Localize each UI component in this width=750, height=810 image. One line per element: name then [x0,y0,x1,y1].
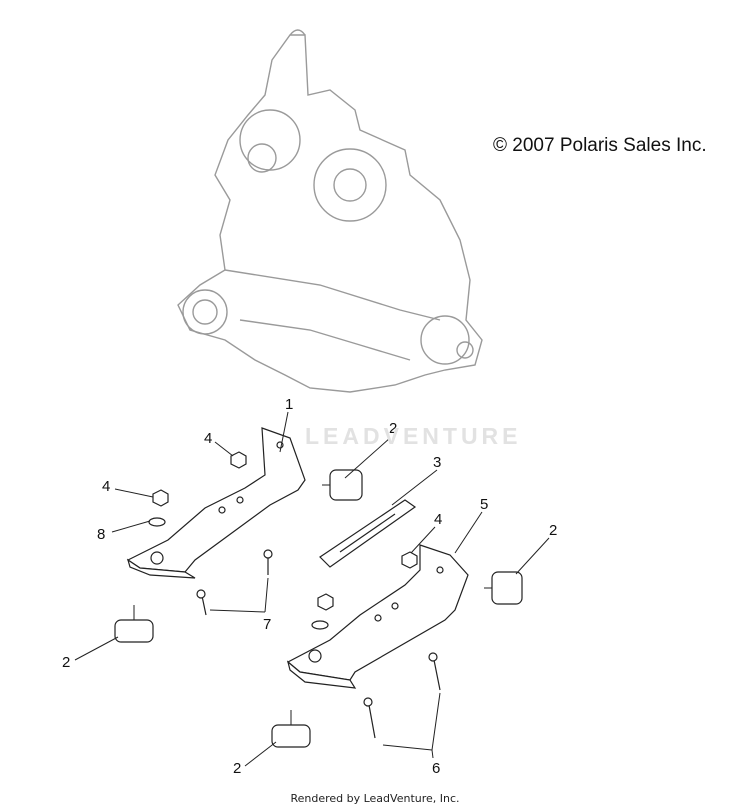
bolt [263,549,273,575]
callout-3: 3 [433,454,441,471]
callout-4: 4 [204,430,212,447]
slotted-strap [319,499,417,568]
callout-8: 8 [97,526,105,543]
callout-5: 5 [480,496,488,513]
callout-2: 2 [549,522,557,539]
nut [317,593,334,611]
callout-1: 1 [285,396,293,413]
bolt [196,589,207,616]
callout-4: 4 [434,511,442,528]
callout-7: 7 [263,616,271,633]
callout-2: 2 [62,654,70,671]
engine-illustration [177,29,483,393]
nut [152,489,169,507]
watermark: LEADVENTURE [305,423,522,449]
callout-2: 2 [233,760,241,777]
right-bracket [286,544,469,689]
washer [311,620,329,630]
footer-credit: Rendered by LeadVenture, Inc. [290,792,460,805]
rubber-mount [484,571,523,605]
bolt [363,697,376,739]
left-bracket [126,427,306,579]
copyright-notice: © 2007 Polaris Sales Inc. [493,135,707,156]
bolt [428,652,441,691]
nut [230,451,247,469]
callout-4: 4 [102,478,110,495]
leader-lines [74,411,550,767]
callout-2: 2 [389,420,397,437]
rubber-mount [271,710,311,748]
rubber-mount [322,469,363,501]
nut [401,551,418,569]
callout-6: 6 [432,760,440,777]
rubber-mount [114,605,154,643]
washer [148,517,166,527]
